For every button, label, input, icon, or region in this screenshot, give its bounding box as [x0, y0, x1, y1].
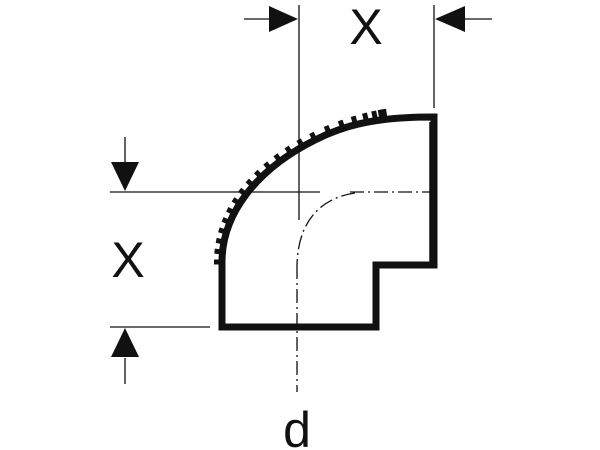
- rib-mark: [226, 207, 236, 216]
- dimension-arrow-right: [269, 6, 298, 32]
- rib-mark: [231, 197, 242, 206]
- dimension-x-horizontal: X: [244, 0, 492, 220]
- dimension-arrow-left: [435, 6, 465, 32]
- dimension-label-x-left: X: [111, 232, 144, 288]
- rib-mark: [214, 248, 223, 255]
- dimension-arrow-down: [111, 162, 139, 191]
- rib-mark: [253, 169, 264, 180]
- rib-mark: [362, 112, 369, 122]
- dimension-arrow-up: [111, 328, 139, 357]
- rib-mark: [221, 217, 231, 225]
- rib-mark: [309, 131, 318, 142]
- dimension-x-vertical: X: [110, 137, 320, 384]
- rib-mark: [284, 145, 294, 156]
- rib-mark: [337, 119, 346, 129]
- elbow-body-outline: [218, 113, 438, 331]
- rib-mark: [371, 110, 378, 120]
- rib-mark: [377, 109, 385, 119]
- rib-mark: [215, 237, 225, 245]
- center-line-arc: [296, 192, 356, 266]
- rib-mark: [263, 161, 273, 171]
- rib-mark: [323, 125, 332, 135]
- rib-mark: [273, 153, 283, 163]
- diameter-label: d: [283, 402, 311, 450]
- rib-mark: [381, 108, 388, 118]
- rib-mark: [218, 227, 228, 235]
- rib-mark: [350, 115, 358, 125]
- rib-mark: [245, 178, 255, 188]
- dimension-label-x-top: X: [349, 0, 382, 55]
